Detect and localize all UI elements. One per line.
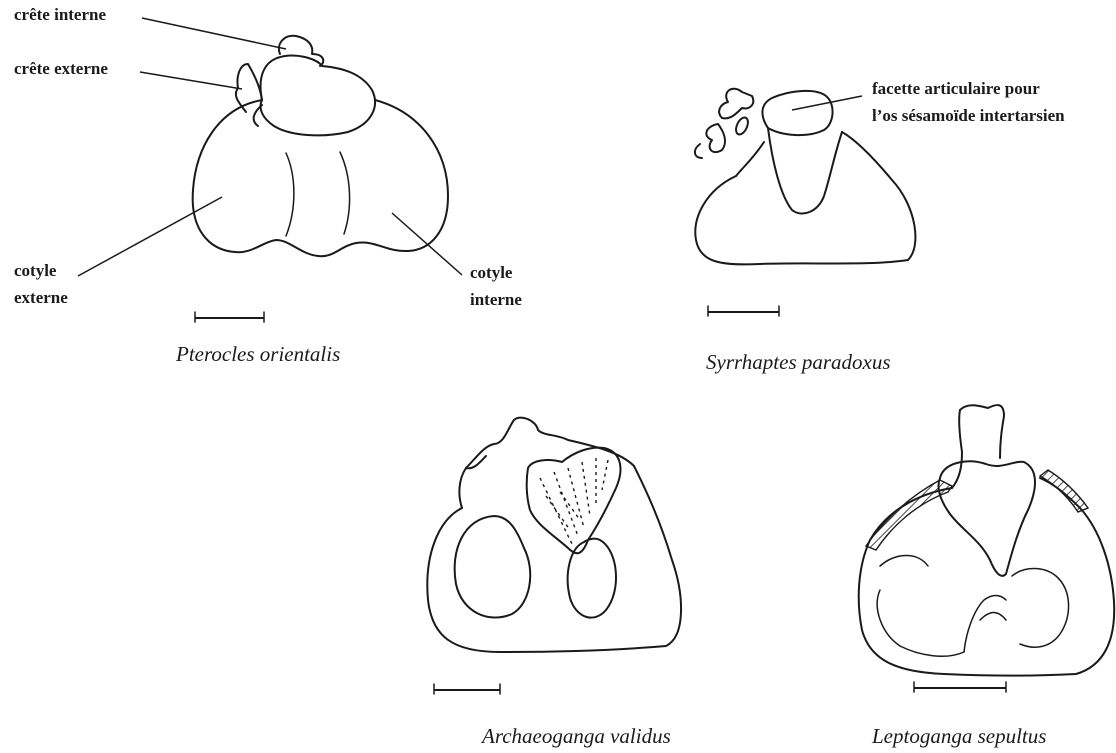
- archaeoganga-drawing: [427, 418, 681, 694]
- label-cotyle-interne-line1: cotyle: [470, 263, 513, 282]
- leader-cotyle-interne: [392, 213, 462, 275]
- label-facette-line1: facette articulaire pour: [872, 79, 1040, 98]
- label-facette-line2: l’os sésamoïde intertarsien: [872, 106, 1065, 125]
- leptoganga-drawing: [859, 405, 1114, 692]
- caption-archaeoganga: Archaeoganga validus: [480, 724, 671, 748]
- pterocles-drawing: [193, 36, 448, 322]
- label-crete-externe: crête externe: [14, 59, 108, 78]
- caption-syrrhaptes: Syrrhaptes paradoxus: [706, 350, 891, 374]
- leader-crete-interne: [142, 18, 286, 49]
- leader-cotyle-externe: [78, 197, 222, 276]
- label-cotyle-externe-line1: cotyle: [14, 261, 57, 280]
- label-crete-interne: crête interne: [14, 5, 106, 24]
- label-cotyle-interne-line2: interne: [470, 290, 522, 309]
- leader-crete-externe: [140, 72, 242, 89]
- label-cotyle-externe-line2: externe: [14, 288, 68, 307]
- caption-leptoganga: Leptoganga sepultus: [871, 724, 1046, 748]
- caption-pterocles: Pterocles orientalis: [175, 342, 340, 366]
